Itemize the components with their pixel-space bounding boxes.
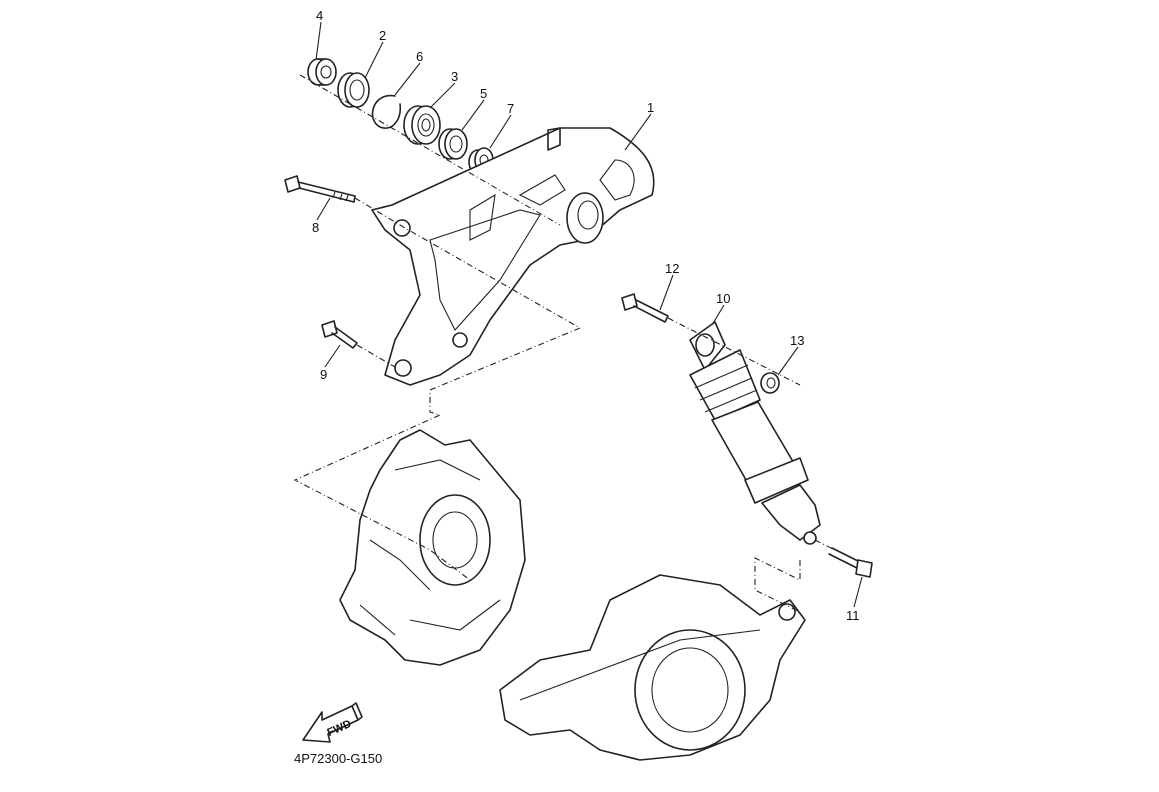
callout-4: 4 [316,8,323,23]
callout-6: 6 [416,49,423,64]
callout-8: 8 [312,220,319,235]
callout-7: 7 [507,101,514,116]
part-rear-shock-absorber-10 [689,321,821,545]
assembly-lines [293,74,836,613]
part-bolt-11 [828,547,873,578]
leader-lines [315,21,863,608]
part-oil-seal-2 [337,72,370,108]
callout-3: 3 [451,69,458,84]
part-bolt-12 [621,293,669,323]
part-nut-13 [760,372,780,394]
part-collar-4 [307,58,337,86]
part-bearing-3 [403,105,441,145]
callout-11: 11 [846,608,860,623]
callout-13: 13 [790,333,804,348]
forward-direction-arrow-icon: FWD [302,702,363,743]
part-bolt-9 [321,320,358,349]
part-bolt-8 [284,175,356,203]
part-swing-arm-bracket-1 [371,127,655,386]
callout-2: 2 [379,28,386,43]
callout-12: 12 [665,261,679,276]
callout-labels: 4 2 6 3 5 7 1 8 9 12 10 13 11 [312,8,860,623]
callout-5: 5 [480,86,487,101]
part-circlip-6 [371,94,402,129]
part-crankcase [339,429,526,666]
diagram-code: 4P72300-G150 [294,751,382,766]
part-crankcase-right [499,574,806,761]
part-oil-seal-5 [438,128,468,160]
callout-10: 10 [716,291,730,306]
callout-9: 9 [320,367,327,382]
callout-1: 1 [647,100,654,115]
